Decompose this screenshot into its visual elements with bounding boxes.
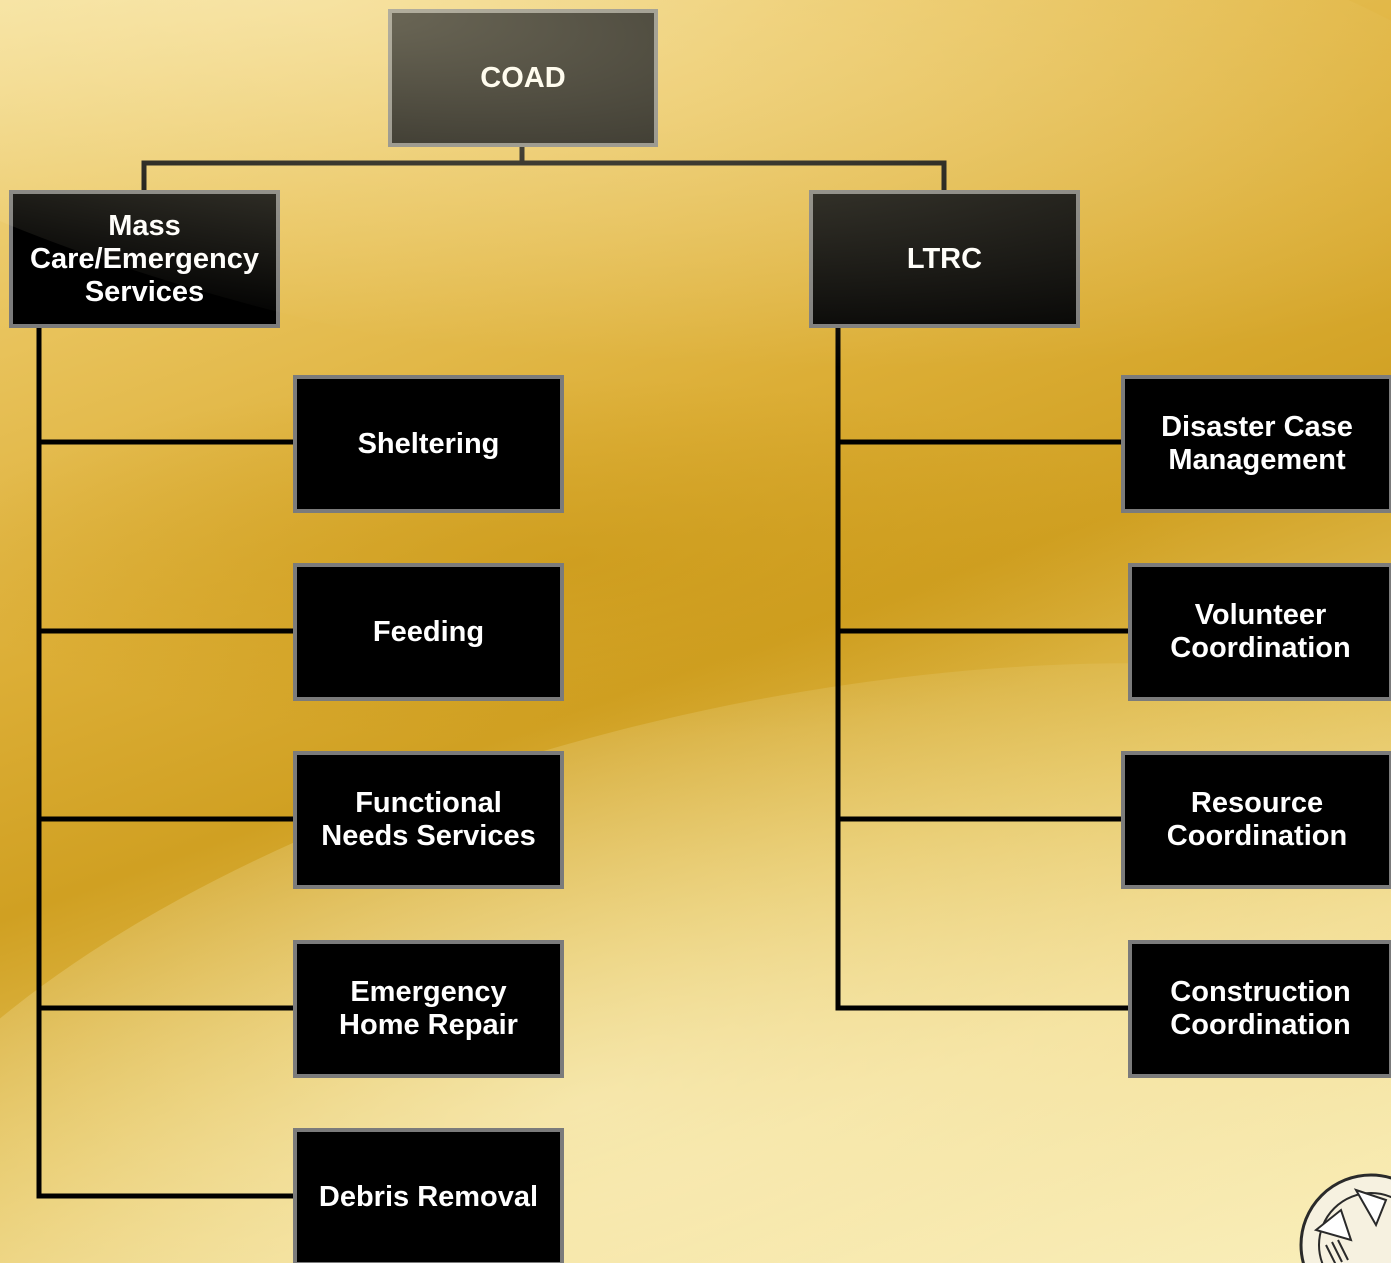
node-volunteer-coordination: Volunteer Coordination xyxy=(1128,563,1391,701)
node-disaster-case-management: Disaster Case Management xyxy=(1121,375,1391,513)
node-emergency-home-repair: Emergency Home Repair xyxy=(293,940,564,1078)
seal-emblem-icon xyxy=(1299,1173,1391,1263)
node-mass-care: Mass Care/Emergency Services xyxy=(9,190,280,328)
node-ltrc: LTRC xyxy=(809,190,1080,328)
node-functional-needs: Functional Needs Services xyxy=(293,751,564,889)
node-debris-removal: Debris Removal xyxy=(293,1128,564,1263)
node-resource-coordination: Resource Coordination xyxy=(1121,751,1391,889)
node-construction-coordination: Construction Coordination xyxy=(1128,940,1391,1078)
node-sheltering: Sheltering xyxy=(293,375,564,513)
node-root: COAD xyxy=(388,9,658,147)
node-feeding: Feeding xyxy=(293,563,564,701)
